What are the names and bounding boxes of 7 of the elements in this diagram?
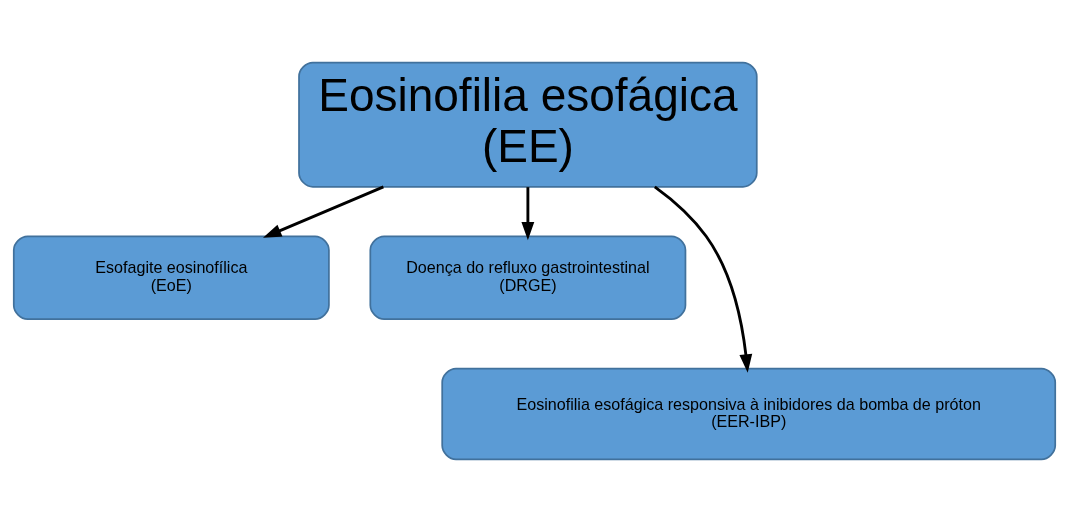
- arrow: [521, 186, 535, 240]
- node-box: Eosinofilia esofágica responsiva à inibidores da bomba de próton (EER-IBP): [441, 367, 1057, 460]
- node-box: Eosinofilia esofágica (EE): [298, 61, 758, 188]
- arrow: [653, 185, 753, 373]
- node-box: Esofagite eosinofílica (EoE): [12, 234, 330, 320]
- node-box: Doença do refluxo gastrointestinal (DRGE): [369, 234, 687, 320]
- arrow: [263, 185, 384, 238]
